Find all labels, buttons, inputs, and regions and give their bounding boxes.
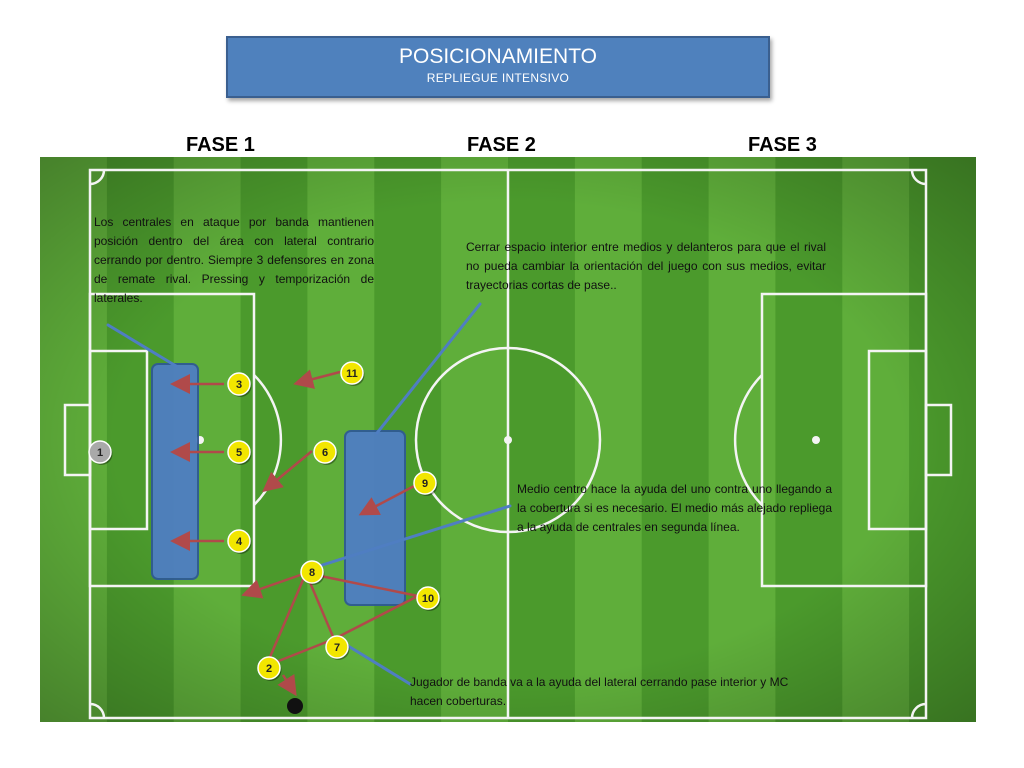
player-11: 11 (340, 361, 365, 386)
player-number: 1 (97, 447, 103, 459)
player-marker (227, 529, 251, 553)
phase-2-label: FASE 2 (467, 134, 536, 156)
arrow-2-to-ball (277, 673, 297, 697)
link-10-7 (333, 594, 419, 641)
player-number: 2 (266, 663, 272, 675)
page-subtitle: REPLIEGUE INTENSIVO (426, 71, 570, 85)
players: 1 3 5 4 11 6 9 8 10 7 2 (88, 361, 441, 681)
page-title: POSICIONAMIENTO (399, 45, 597, 68)
player-8: 8 (300, 560, 325, 585)
player-number: 8 (309, 567, 315, 579)
corner-arc-bottom-left (89, 702, 106, 719)
link-8-10 (305, 571, 419, 598)
player-5: 5 (227, 440, 252, 465)
title-banner: POSICIONAMIENTO REPLIEGUE INTENSIVO (226, 36, 770, 98)
player-marker (325, 635, 349, 659)
corner-arc-bottom-right (910, 702, 927, 719)
corner-arc-top-right (910, 169, 927, 186)
pointer-fase2-note (375, 302, 482, 435)
centre-circle (414, 346, 602, 534)
player-2: 2 (257, 656, 282, 681)
pointer-fase1-note (106, 323, 178, 368)
player-9: 9 (413, 471, 438, 496)
player-marker (227, 372, 251, 396)
player-number: 6 (322, 447, 328, 459)
pointer-banda-note (338, 639, 412, 686)
note-fase1: Los centrales en ataque por banda mantie… (94, 215, 374, 305)
left-goal (63, 403, 92, 477)
phase-1-label: FASE 1 (186, 134, 255, 156)
player-number: 9 (422, 478, 428, 490)
note-pointers (106, 302, 512, 686)
note-banda: Jugador de banda va a la ayuda del later… (410, 675, 789, 708)
right-penalty-arc (733, 374, 763, 506)
player-marker (313, 440, 337, 464)
player-10: 10 (416, 586, 441, 611)
player-marker (300, 560, 324, 584)
player-1: 1 (88, 440, 113, 465)
player-number: 5 (236, 447, 242, 459)
defensive-line-zone (151, 363, 199, 580)
pointer-medio-note (314, 504, 512, 569)
link-8-7 (304, 572, 336, 640)
player-7: 7 (325, 635, 350, 660)
player-6: 6 (313, 440, 338, 465)
phase-3-label: FASE 3 (748, 134, 817, 156)
midfield-zone (344, 430, 406, 606)
player-number: 3 (236, 379, 242, 391)
player-3: 3 (227, 372, 252, 397)
movement-arrows (170, 369, 419, 697)
corner-arc-top-left (89, 169, 106, 186)
arrow-11 (293, 369, 341, 389)
note-fase2: Cerrar espacio interior entre medios y d… (466, 240, 826, 292)
player-marker (227, 440, 251, 464)
link-7-2 (275, 637, 335, 664)
note-medio: Medio centro hace la ayuda del uno contr… (517, 482, 832, 534)
arrow-8-to-zone (241, 571, 307, 599)
player-marker (416, 586, 440, 610)
arrow-6 (262, 450, 313, 493)
link-8-2 (268, 572, 308, 658)
right-goal (924, 403, 953, 477)
arrow-9 (358, 483, 417, 516)
player-marker (257, 656, 281, 680)
player-marker (340, 361, 364, 385)
player-number: 11 (346, 368, 358, 380)
player-marker (88, 440, 112, 464)
player-number: 4 (236, 536, 243, 548)
football-pitch: 1 3 5 4 11 6 9 8 10 7 2 (40, 157, 976, 722)
right-penalty-spot (812, 436, 820, 444)
centre-spot (504, 436, 512, 444)
player-marker (413, 471, 437, 495)
player-number: 10 (422, 593, 434, 605)
player-4: 4 (227, 529, 252, 554)
ball (287, 698, 303, 714)
player-number: 7 (334, 642, 340, 654)
